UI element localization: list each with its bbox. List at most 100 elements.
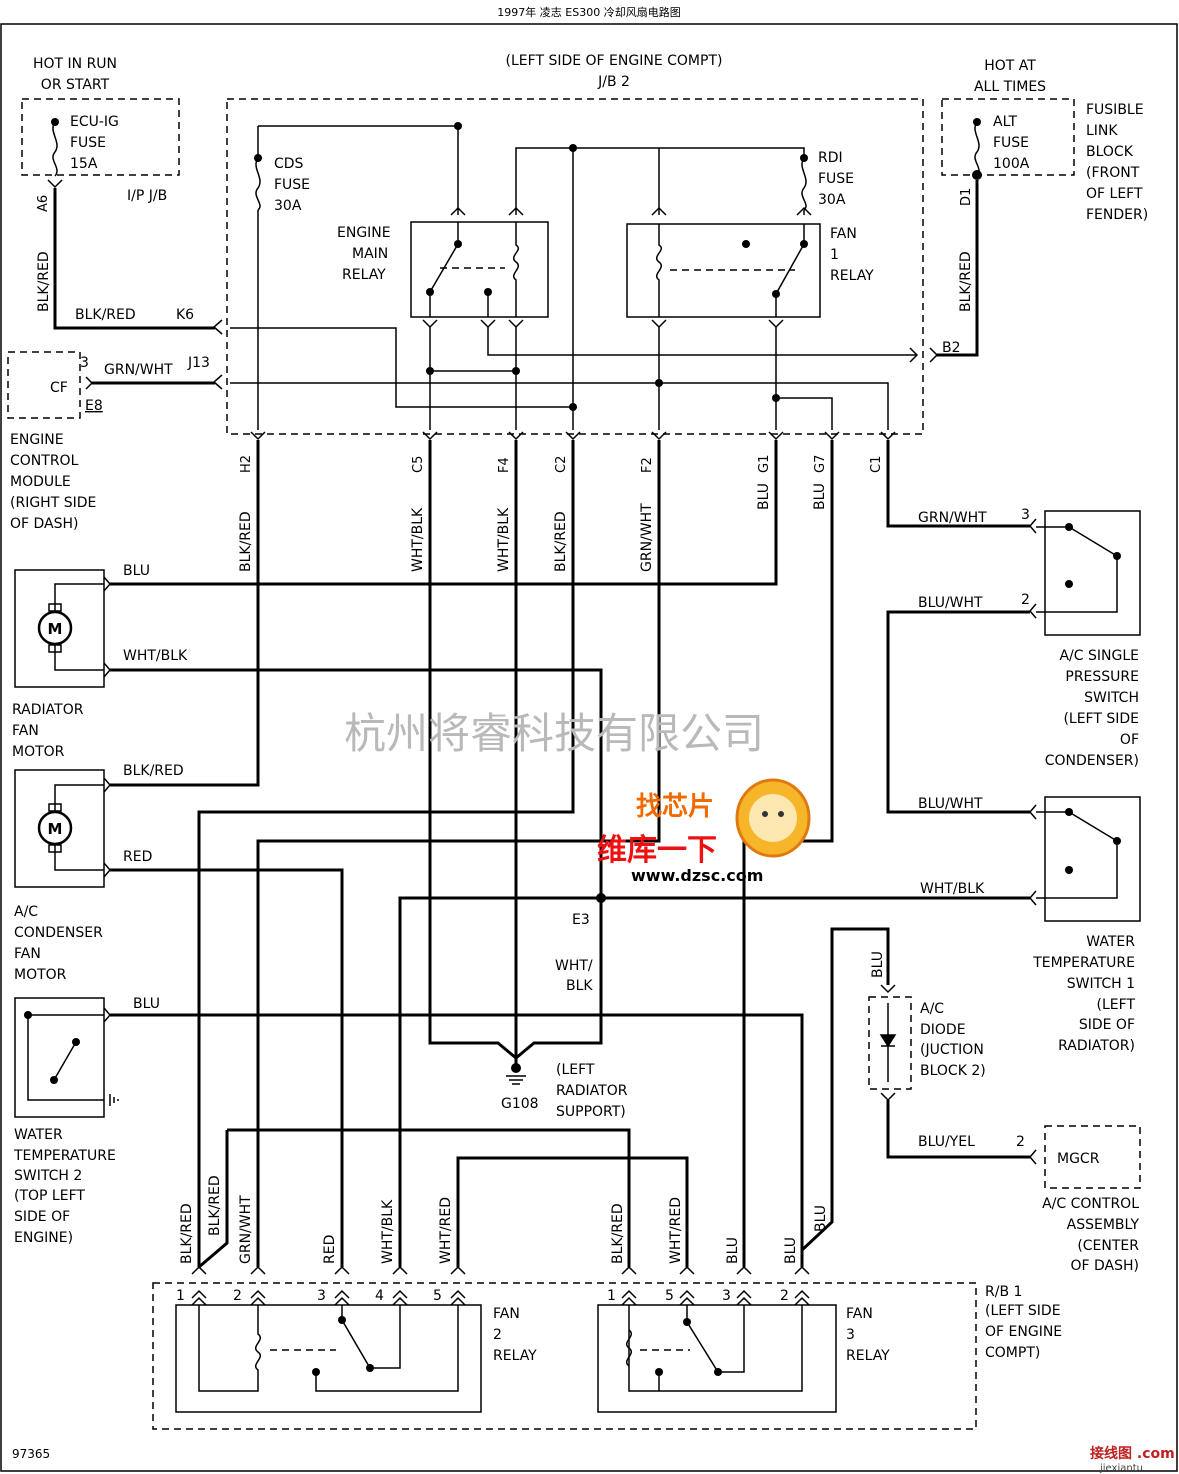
wts2-label-1: WATER	[14, 1127, 63, 1143]
fan2-relay-label-3: RELAY	[493, 1348, 537, 1364]
wire-label-grn-wht-ecm: GRN/WHT	[104, 362, 173, 378]
rb1-label-4: COMPT)	[985, 1345, 1040, 1361]
hot-in-run-label: HOT IN RUN	[33, 56, 117, 72]
ac-condenser-fan-motor-m: M	[48, 820, 63, 838]
wire-label-bottom-3: GRN/WHT	[238, 1195, 254, 1264]
pin-g1: G1	[757, 455, 772, 473]
wts1-label-3: SWITCH 1	[1067, 976, 1135, 992]
rdi-fuse-text: FUSE	[818, 171, 854, 187]
wire-wts2-blu	[110, 1013, 804, 1267]
wts2-label-4: (TOP LEFT	[14, 1188, 85, 1204]
ac-pressure-label-5: OF	[1120, 732, 1139, 748]
cds-fuse-text: FUSE	[274, 177, 310, 193]
wire-label-blk: BLK	[566, 978, 593, 994]
ac-control-label-3: (CENTER	[1077, 1238, 1139, 1254]
wire-ecu-to-k6	[53, 188, 215, 330]
pin-g7: G7	[813, 455, 828, 473]
rb1-label-2: (LEFT SIDE	[985, 1303, 1061, 1319]
fan3-pin-3: 3	[722, 1288, 731, 1304]
cds-fuse-label: CDS	[274, 156, 304, 172]
corner-url: jiexiantu	[1099, 1463, 1143, 1474]
jb2-label-2: J/B 2	[597, 74, 630, 90]
wire-label-h2: BLK/RED	[238, 511, 254, 572]
mgcr-box	[1044, 1125, 1141, 1189]
logo-top-text: 找芯片	[636, 792, 714, 822]
figure-id: 97365	[12, 1447, 50, 1461]
pin-c5: C5	[411, 456, 426, 473]
fan3-pin-2: 2	[780, 1288, 789, 1304]
ecu-ig-fuse-rating: 15A	[70, 156, 98, 172]
wire-wts1-wht-blk	[398, 896, 1030, 1267]
wts2-label-6: ENGINE)	[14, 1230, 73, 1246]
fan2-pin-3: 3	[317, 1288, 326, 1304]
fan2-pin-4: 4	[375, 1288, 384, 1304]
ac-diode-icon	[879, 1003, 897, 1082]
ecu-ig-fuse-group: HOT IN RUN OR START ECU-IG FUSE 15A I/P …	[21, 56, 180, 212]
radiator-fan-motor-box	[14, 569, 105, 688]
ac-diode-box	[868, 996, 912, 1090]
wts2-label-5: SIDE OF	[14, 1209, 70, 1225]
fan3-relay: 1 5 3 2 FAN 3 RELAY	[597, 1265, 890, 1413]
ecm-pin-e8: E8	[85, 398, 103, 414]
wire-pressure-to-wts1	[886, 610, 1030, 814]
fan3-relay-label-1: FAN	[846, 1306, 873, 1322]
radiator-fan-label-3: MOTOR	[12, 744, 65, 760]
wire-alt-to-b2	[936, 180, 979, 357]
wire-label-bottom-8: WHT/RED	[668, 1197, 684, 1264]
wire-diode-top	[800, 927, 890, 1267]
ecm-label-1: ENGINE	[10, 432, 64, 448]
wire-label-blu-radiator: BLU	[123, 563, 150, 579]
ac-condenser-fan-motor-box	[14, 769, 105, 888]
water-temp-switch-2-box	[14, 997, 105, 1118]
fan3-relay-box	[597, 1304, 837, 1413]
ac-diode-label-3: (JUCTION	[920, 1042, 984, 1058]
wts2-label-2: TEMPERATURE	[13, 1148, 116, 1164]
wire-label-blu-wts2: BLU	[133, 996, 160, 1012]
ac-condenser-label-2: CONDENSER	[14, 925, 103, 941]
dzsc-logo: 找芯片 维库一下 www.dzsc.com	[597, 778, 811, 885]
wire-label-bottom-7: BLK/RED	[610, 1203, 626, 1264]
ecm-label-4: (RIGHT SIDE	[10, 495, 96, 511]
wire-label-blu-diode: BLU	[870, 951, 886, 978]
fusible-link-label-6: FENDER)	[1086, 207, 1148, 223]
ac-control-label-1: A/C CONTROL	[1042, 1196, 1139, 1212]
fan3-pin-5: 5	[665, 1288, 674, 1304]
ac-control-label-4: OF DASH)	[1070, 1258, 1139, 1274]
wire-label-bottom-6: WHT/RED	[438, 1197, 454, 1264]
ecu-ig-fuse-text: FUSE	[70, 135, 106, 151]
cds-fuse-symbol	[255, 157, 261, 211]
ac-condenser-label-3: FAN	[14, 946, 41, 962]
fusible-link-box	[941, 98, 1075, 176]
ac-pressure-label-1: A/C SINGLE	[1059, 648, 1139, 664]
engine-main-relay-label-3: RELAY	[342, 267, 386, 283]
wire-wht-red-cross	[456, 1156, 689, 1267]
ac-diode-label-4: BLOCK 2)	[920, 1063, 986, 1079]
fan2-pin-2: 2	[233, 1288, 242, 1304]
fan2-relay-label-1: FAN	[493, 1306, 520, 1322]
diagram-frame	[0, 23, 1178, 1472]
engine-main-relay-label-2: MAIN	[352, 246, 388, 262]
ground-g108-label: G108	[501, 1096, 539, 1112]
jb2-box	[226, 98, 924, 435]
engine-main-relay-label-1: ENGINE	[337, 225, 391, 241]
fusible-link-label-4: (FRONT	[1086, 165, 1140, 181]
ac-pressure-label-6: CONDENSER)	[1045, 753, 1139, 769]
wire-label-red-condenser: RED	[123, 849, 152, 865]
ecm-pin-3: 3	[80, 355, 89, 371]
wire-label-bottom-4: RED	[322, 1235, 338, 1264]
radiator-fan-label-2: FAN	[12, 723, 39, 739]
radiator-fan-motor-m: M	[48, 620, 63, 638]
fusible-link-label-3: BLOCK	[1086, 144, 1134, 160]
rdi-fuse-rating: 30A	[818, 192, 846, 208]
wire-label-blk-red-k6: BLK/RED	[75, 307, 136, 323]
pin-f2: F2	[640, 457, 655, 473]
wire-radiator-wht-blk	[110, 668, 603, 1060]
pin-a6: A6	[36, 195, 51, 212]
wire-blk-red-cross	[227, 1128, 631, 1267]
ground-desc-3: SUPPORT)	[556, 1104, 626, 1120]
fan2-relay-label-2: 2	[493, 1327, 502, 1343]
wire-label-c2: BLK/RED	[553, 511, 569, 572]
mgcr-pin-2: 2	[1016, 1134, 1025, 1150]
wire-label-blu-wht-wts1: BLU/WHT	[918, 796, 983, 812]
